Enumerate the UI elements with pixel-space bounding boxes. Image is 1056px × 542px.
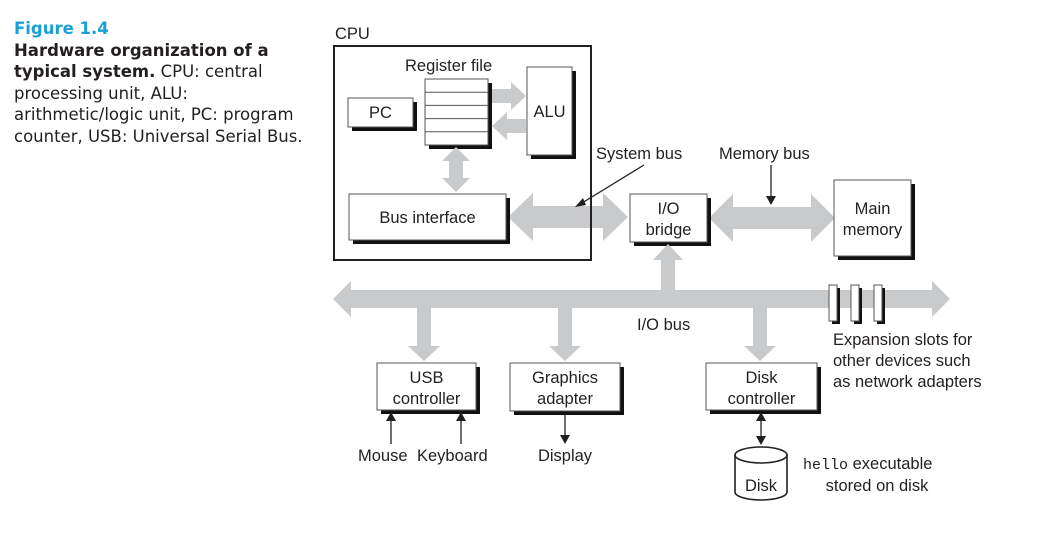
usb-controller-box (376, 362, 477, 411)
expansion-label-line3: as network adapters (833, 373, 982, 391)
register-file-box (424, 78, 489, 146)
hello-label-line2: stored on disk (826, 477, 929, 495)
io-bus-label: I/O bus (637, 316, 690, 334)
io-bridge-label-line1: I/O (657, 200, 679, 218)
usb-controller-label-line2: controller (393, 390, 461, 408)
hello-code: hello (803, 457, 848, 474)
pc-label: PC (369, 104, 392, 122)
display-label: Display (538, 447, 593, 465)
cpu-label: CPU (335, 25, 370, 43)
disk-link-head-down (756, 436, 766, 445)
graphics-adapter-label-line2: adapter (537, 390, 593, 408)
main-memory-box (833, 179, 912, 257)
memory-bus-arrow (709, 194, 835, 242)
figure-number: Figure 1.4 (14, 19, 109, 38)
system-bus-pointer (581, 164, 645, 204)
hello-label-line1: hello executable (803, 455, 932, 474)
usb-controller-label-line1: USB (410, 369, 444, 387)
keyboard-arrow-head (456, 412, 466, 421)
graphics-drop-arrow (549, 307, 581, 361)
figure-caption: Figure 1.4 Hardware organization of a ty… (14, 18, 314, 147)
disk-label: Disk (745, 477, 778, 495)
graphics-adapter-box (509, 362, 621, 412)
memory-bus-label: Memory bus (719, 145, 810, 163)
mouse-arrow-head (386, 412, 396, 421)
graphics-adapter-label-line1: Graphics (532, 369, 598, 387)
disk-cylinder (734, 446, 788, 501)
expansion-slots (828, 284, 885, 324)
expansion-slot (850, 284, 860, 322)
expansion-label-line1: Expansion slots for (833, 331, 973, 349)
main-memory-label-line1: Main (855, 200, 891, 218)
disk-drop-arrow (744, 307, 776, 361)
alu-box (526, 66, 573, 156)
memory-bus-pointer-head (766, 196, 776, 205)
system-bus-pointer-head (575, 198, 586, 207)
io-bridge-label-line2: bridge (646, 221, 692, 239)
cpu-box (333, 45, 592, 261)
figure-description: CPU: central processing unit, ALU: arith… (14, 62, 303, 146)
io-bridge-box (629, 193, 708, 243)
register-file (424, 78, 489, 146)
mouse-label: Mouse (358, 447, 408, 465)
main-memory-label-line2: memory (843, 221, 903, 239)
regfile-bus-interface-arrow (442, 147, 470, 192)
hello-executable-text: executable (848, 455, 932, 473)
io-bus-to-bridge-arrow (653, 244, 683, 291)
bus-interface-label: Bus interface (379, 209, 475, 227)
bus-interface-box (348, 193, 507, 241)
pc-box (347, 97, 414, 128)
expansion-slot (873, 284, 883, 322)
io-bus-arrow (333, 281, 950, 317)
alu-to-regfile-arrow (492, 112, 526, 140)
disk-controller-label-line2: controller (728, 390, 796, 408)
disk-controller-box (705, 362, 818, 411)
disk-link-head-up (756, 412, 766, 421)
system-bus-arrow (508, 193, 628, 241)
usb-drop-arrow (408, 307, 440, 361)
alu-label: ALU (533, 103, 565, 121)
keyboard-label: Keyboard (417, 447, 488, 465)
register-file-label: Register file (405, 57, 492, 75)
system-bus-label: System bus (596, 145, 682, 163)
expansion-slot (828, 284, 838, 322)
display-arrow-head (560, 435, 570, 444)
regfile-to-alu-arrow (492, 82, 526, 110)
disk-controller-label-line1: Disk (745, 369, 778, 387)
expansion-label-line2: other devices such (833, 352, 971, 370)
figure-title: Hardware organization of a typical syste… (14, 40, 269, 82)
